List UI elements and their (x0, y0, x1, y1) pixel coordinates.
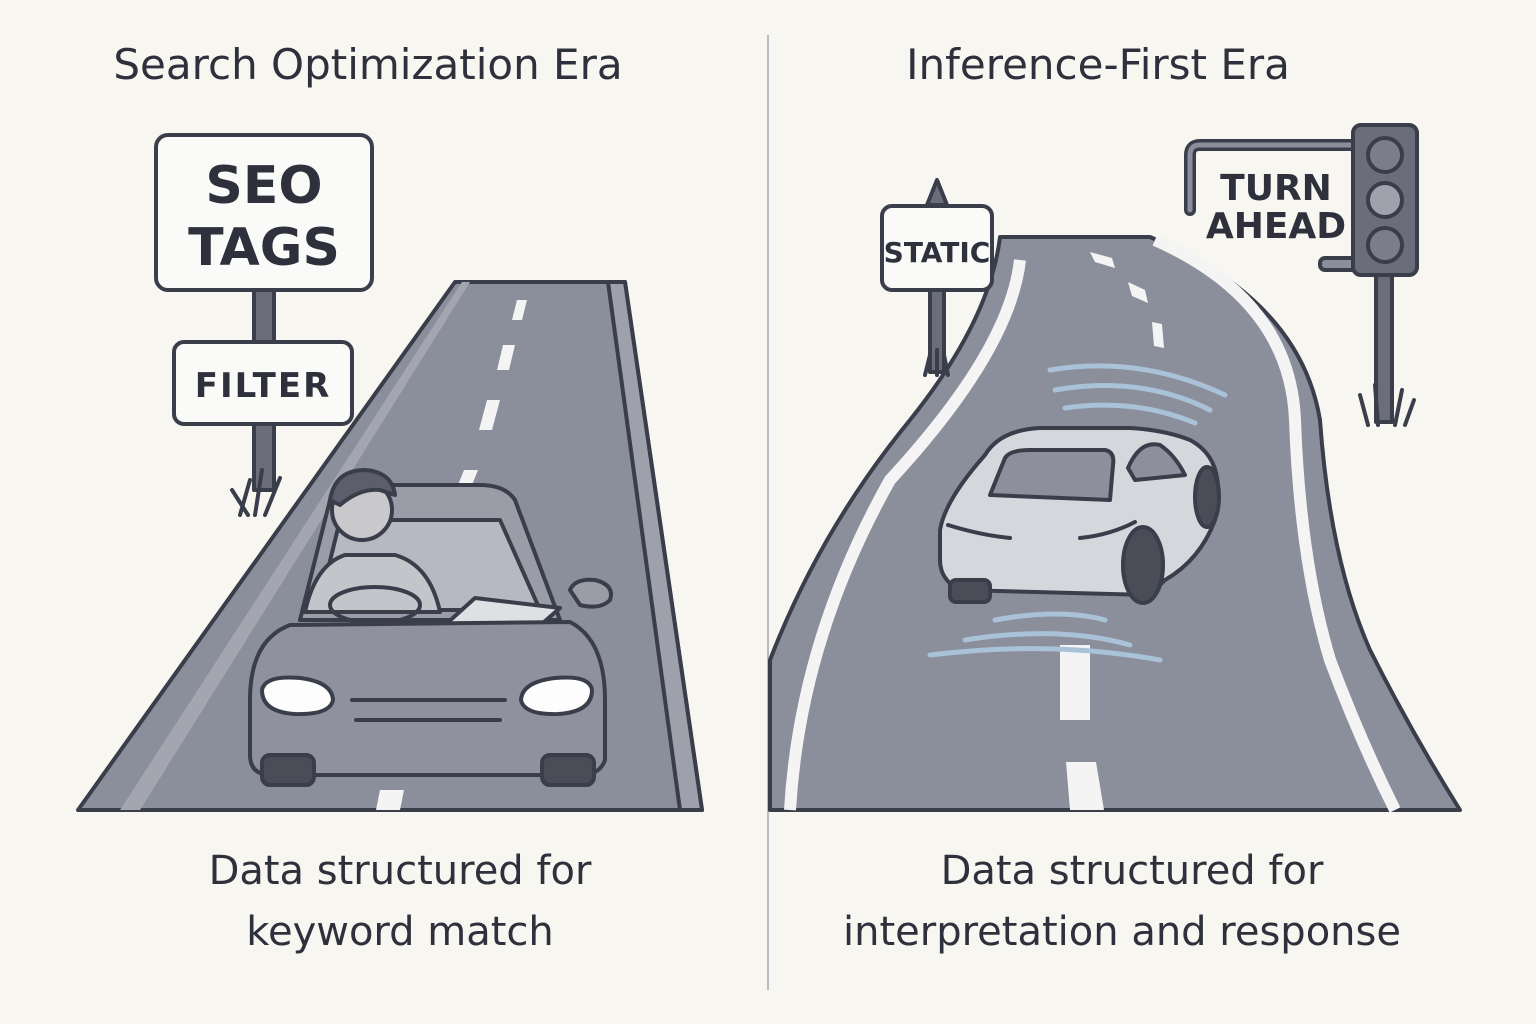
right-caption-line2: interpretation and response (843, 909, 1401, 955)
sign-tags: TAGS (188, 218, 340, 278)
grass-icon (1358, 383, 1416, 427)
sign-turn: TURN (1220, 168, 1332, 209)
headlight-left (260, 675, 335, 717)
left-panel: Search Optimization Era SEO TAGS FILTER (76, 40, 704, 955)
sign-filter: FILTER (195, 366, 332, 406)
lane-dashes-right (1060, 252, 1164, 810)
sign-ahead: AHEAD (1206, 206, 1346, 247)
right-title: Inference-First Era (906, 40, 1290, 89)
sign-static: STATIC (884, 236, 991, 269)
driver-car (248, 468, 613, 787)
turn-ahead-sign: TURN AHEAD (1184, 123, 1419, 427)
grass-icon (923, 348, 950, 377)
static-sign: STATIC (880, 178, 994, 377)
left-caption-line1: Data structured for (209, 848, 592, 894)
left-title: Search Optimization Era (113, 40, 622, 89)
right-panel: Inference-First Era STATIC (768, 40, 1462, 955)
grass-icon (230, 468, 282, 517)
seo-tags-sign: SEO TAGS FILTER (154, 133, 374, 517)
side-mirror (568, 577, 613, 609)
left-caption-line2: keyword match (246, 909, 554, 955)
headlight-right (519, 675, 594, 717)
sensor-waves (927, 363, 1228, 663)
right-caption-line1: Data structured for (941, 848, 1324, 894)
sign-seo: SEO (205, 156, 322, 216)
autonomous-car (938, 426, 1221, 605)
rear-window (988, 448, 1116, 502)
